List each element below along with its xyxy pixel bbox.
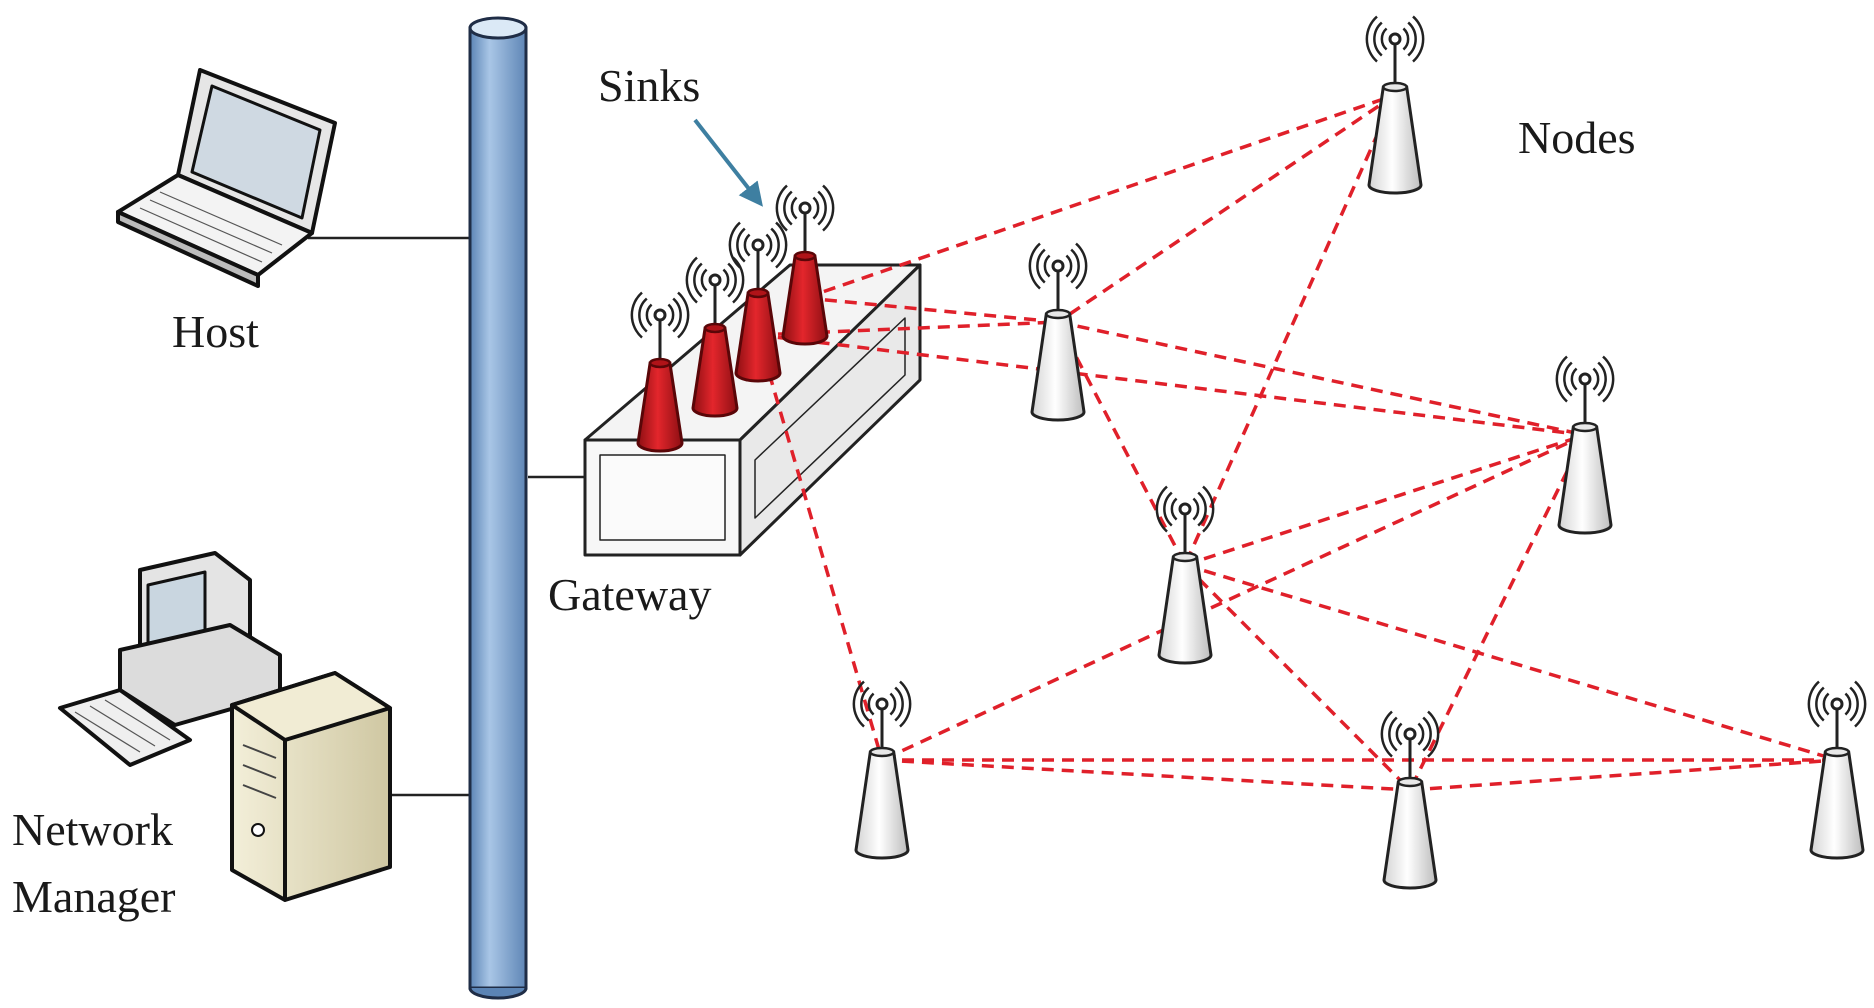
node-5-icon <box>852 680 912 860</box>
nodes-group <box>852 15 1867 890</box>
sinks-group <box>630 184 835 453</box>
gateway-label: Gateway <box>548 569 711 620</box>
node-2-icon <box>1028 242 1088 422</box>
sink-4-icon <box>775 184 835 346</box>
sinks-label: Sinks <box>598 60 700 111</box>
network-manager-label-line1: Network <box>12 804 173 855</box>
link-sink-3-node-5 <box>756 334 884 761</box>
link-node-2-node-4 <box>1057 320 1586 437</box>
sinks-pointer-arrow <box>693 118 763 207</box>
link-sink-4-node-2 <box>804 296 1059 324</box>
node-6-icon <box>1380 710 1440 890</box>
sink-3-icon <box>728 221 788 383</box>
node-4-icon <box>1555 355 1615 535</box>
node-3-icon <box>1155 485 1215 665</box>
sink-1-icon <box>630 291 690 453</box>
link-node-6-node-8 <box>1409 758 1838 792</box>
backbone-bus <box>468 16 528 1000</box>
wireless-links <box>756 93 1838 792</box>
sink-2-icon <box>685 256 745 418</box>
node-7-icon <box>1807 680 1867 860</box>
network-manager-computer-icon <box>58 551 392 902</box>
nodes-label: Nodes <box>1518 112 1636 163</box>
link-node-3-node-7 <box>1184 563 1838 762</box>
link-node-1-node-2 <box>1057 93 1396 324</box>
link-node-2-node-3 <box>1056 321 1187 566</box>
link-node-3-node-6 <box>1183 563 1412 792</box>
link-sink-4-node-1 <box>804 93 1396 300</box>
bus-connections <box>308 236 585 797</box>
link-node-1-node-3 <box>1183 94 1397 566</box>
link-node-3-node-4 <box>1184 433 1586 567</box>
host-label: Host <box>172 306 259 357</box>
link-node-5-node-6 <box>881 758 1411 792</box>
link-node-4-node-6 <box>1408 434 1587 791</box>
node-1-icon <box>1365 15 1425 195</box>
host-laptop-icon <box>116 68 337 288</box>
network-manager-label-line2: Manager <box>12 871 175 922</box>
link-node-4-node-5 <box>881 433 1586 762</box>
